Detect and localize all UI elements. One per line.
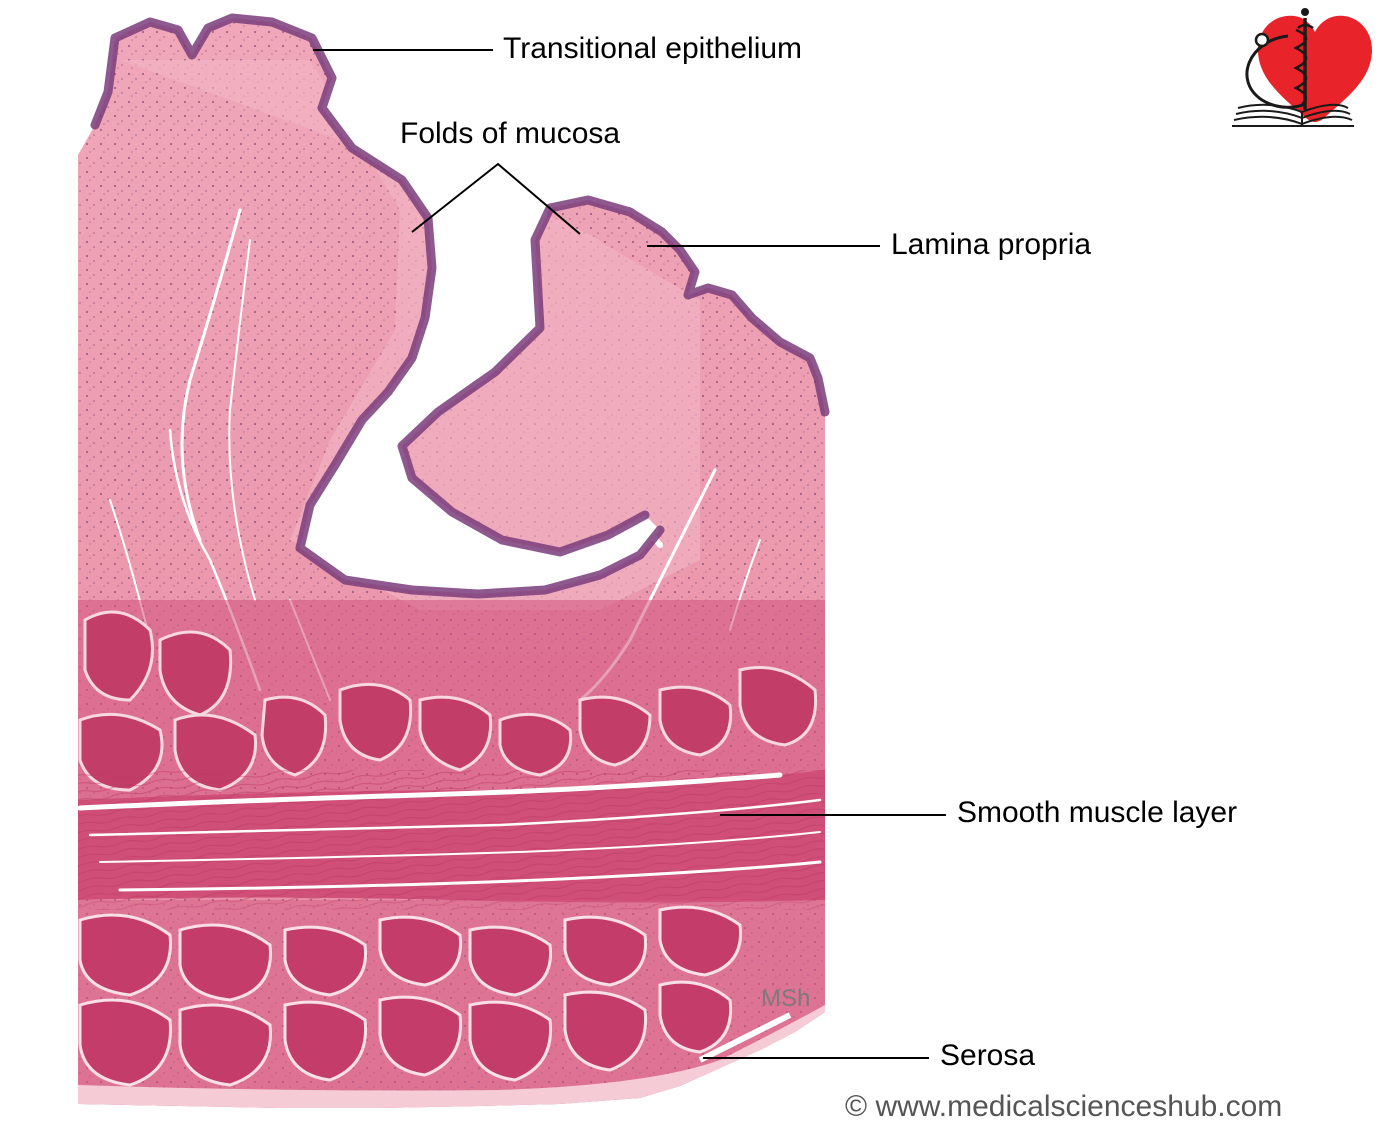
leader-lines — [313, 49, 946, 1059]
medical-heart-caduceus-book-logo-icon — [1232, 8, 1372, 127]
label-smooth-muscle-layer: Smooth muscle layer — [957, 796, 1238, 829]
transitional-epithelium-lining — [90, 13, 830, 599]
lamina-propria-region — [120, 60, 700, 610]
msh-watermark: MSh — [761, 985, 811, 1012]
copyright-notice: © www.medicalscienceshub.com — [845, 1090, 1283, 1123]
label-lamina-propria: Lamina propria — [891, 228, 1092, 261]
label-serosa: Serosa — [940, 1039, 1036, 1072]
leader-line-folds-of-mucosa — [411, 162, 581, 235]
tissue-section — [78, 18, 825, 1108]
heart-icon — [1258, 15, 1372, 122]
label-transitional-epithelium: Transitional epithelium — [503, 32, 803, 65]
muscle-bundles-lower — [78, 900, 825, 1108]
smooth-muscle-band — [78, 770, 825, 910]
open-book-icon — [1232, 103, 1354, 127]
label-folds-of-mucosa: Folds of mucosa — [400, 117, 621, 150]
